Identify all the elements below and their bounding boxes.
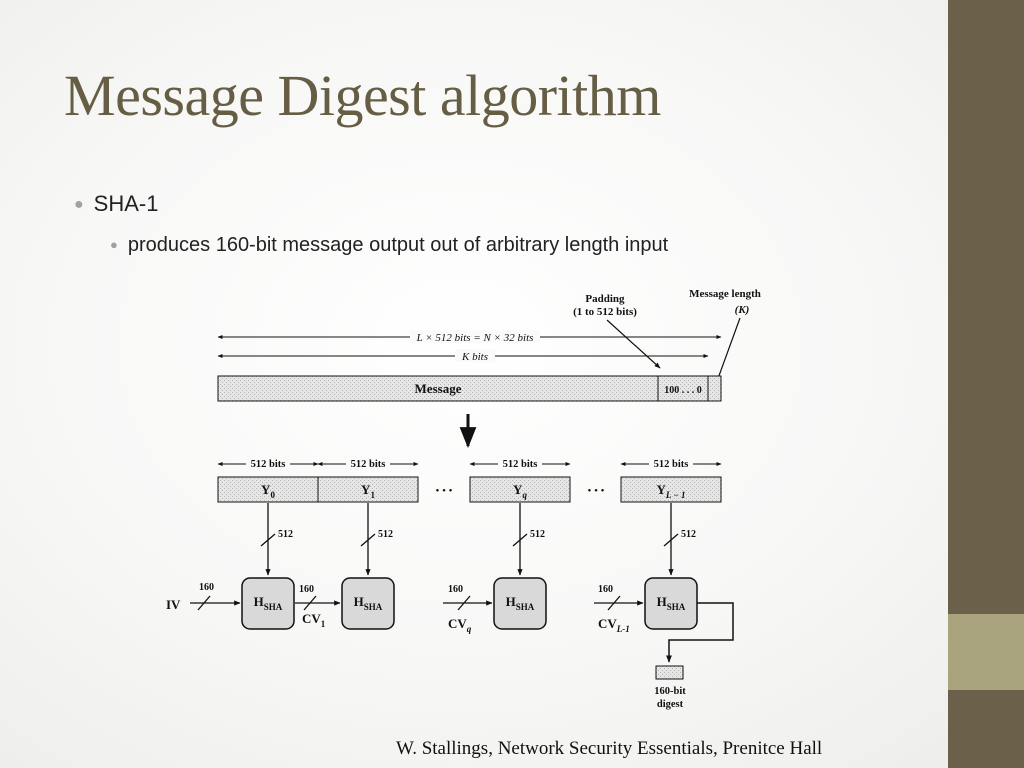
total-length-label: L × 512 bits = N × 32 bits <box>416 332 534 344</box>
hash-label: HSHA <box>254 594 283 612</box>
iv-label: IV <box>166 597 181 612</box>
digest-label: digest <box>657 699 684 710</box>
chain-width-label: 160 <box>299 584 314 595</box>
pad-pattern-label: 100 . . . 0 <box>664 385 702 396</box>
block-size-label: 512 bits <box>251 459 286 470</box>
block-size-label: 512 bits <box>654 459 689 470</box>
ellipsis: • • • <box>587 485 604 497</box>
chain-width-label: 160 <box>598 584 613 595</box>
chaining-arrows <box>190 595 644 611</box>
block-size-label: 512 bits <box>351 459 386 470</box>
sidebar-accent-block <box>948 614 1024 690</box>
sha1-diagram: Padding (1 to 512 bits) Message length (… <box>166 288 761 710</box>
ellipsis: • • • <box>435 485 452 497</box>
block-y0: Y0 <box>261 482 275 500</box>
line-width-label: 512 <box>278 529 293 540</box>
bullet-dot-icon: ● <box>110 237 118 252</box>
line-width-label: 512 <box>530 529 545 540</box>
output-arrow <box>666 602 734 663</box>
message-label: Message <box>415 381 462 396</box>
block-size-arrows: 512 bits 512 bits 512 bits 512 bits <box>217 457 722 470</box>
bullet-text: produces 160-bit message output out of a… <box>127 234 669 256</box>
padding-label: Padding <box>585 293 625 305</box>
block-y1: Y1 <box>361 482 375 500</box>
slide-title: Message Digest algorithm <box>64 63 661 128</box>
line-width-label: 512 <box>378 529 393 540</box>
bullet-dot-icon: ● <box>74 196 84 213</box>
source-credit: W. Stallings, Network Security Essential… <box>396 738 823 759</box>
hash-label: HSHA <box>657 594 686 612</box>
message-length-var: (K) <box>735 304 750 316</box>
digest-label: 160-bit <box>654 686 686 697</box>
line-width-label: 512 <box>681 529 696 540</box>
block-feed-arrows <box>260 503 679 576</box>
cv1-label: CV1 <box>302 611 326 629</box>
message-length-label: Message length <box>689 288 761 300</box>
bullet-level2: ● produces 160-bit message output out of … <box>110 234 668 257</box>
chain-width-label: 160 <box>199 582 214 593</box>
block-size-label: 512 bits <box>503 459 538 470</box>
length-arrow <box>715 317 741 385</box>
k-bits-label: K bits <box>461 351 488 363</box>
hash-label: HSHA <box>506 594 535 612</box>
bullet-text: SHA-1 <box>93 191 159 216</box>
message-blocks: Y0 Y1 Yq YL − 1 <box>217 476 722 503</box>
message-bar <box>217 375 722 402</box>
cvq-label: CVq <box>448 616 472 634</box>
chain-width-label: 160 <box>448 584 463 595</box>
cvl-label: CVL-1 <box>598 616 630 634</box>
padding-range-label: (1 to 512 bits) <box>573 306 637 318</box>
hash-boxes: HSHA HSHA HSHA HSHA <box>241 577 698 630</box>
block-yl-1: YL − 1 <box>656 482 685 500</box>
digest-box <box>655 665 684 680</box>
padding-arrow <box>606 319 661 369</box>
hash-label: HSHA <box>354 594 383 612</box>
bullet-level1: ● SHA-1 <box>74 191 158 217</box>
block-yq: Yq <box>513 482 527 500</box>
